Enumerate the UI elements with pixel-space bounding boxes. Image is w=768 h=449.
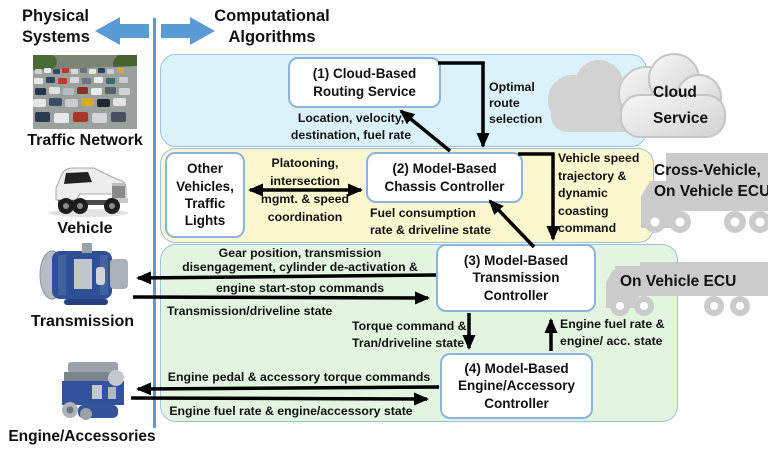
- gear-position-label-line2: disengagement, cylinder de-activation &: [182, 260, 418, 274]
- title-line: Computational: [214, 7, 330, 25]
- label-line: dynamic: [558, 186, 608, 201]
- label-line: intersection: [270, 174, 340, 188]
- optimal-route-label: Optimal route selection: [489, 79, 542, 127]
- label-line: Tran/driveline state: [352, 336, 465, 350]
- box-line: Chassis Controller: [384, 178, 505, 194]
- box-line: Controller: [484, 395, 549, 411]
- label-line: mgmt. & speed: [260, 192, 350, 206]
- cloud-routing-service-box: (1) Cloud-Based Routing Service: [288, 57, 441, 108]
- engine-accessories-label: Engine/Accessories: [8, 428, 156, 445]
- transmission-driveline-state-label: Transmission/driveline state: [167, 304, 333, 318]
- label-line: Service: [653, 110, 709, 127]
- label-line: Fuel consumption: [370, 206, 476, 220]
- cross-vehicle-ecu-label: Cross-Vehicle, On Vehicle ECU: [654, 160, 768, 202]
- chassis-controller-box: (2) Model-Based Chassis Controller: [366, 152, 523, 203]
- label-line: On Vehicle ECU: [654, 183, 768, 200]
- transmission-image: [39, 243, 128, 305]
- transmission-controller-box: (3) Model-Based Transmission Controller: [436, 244, 596, 312]
- other-vehicles-box: Other Vehicles, Traffic Lights: [165, 152, 245, 238]
- on-vehicle-ecu-label: On Vehicle ECU: [620, 273, 737, 290]
- box-line: Vehicles,: [176, 178, 234, 194]
- label-line: Platooning,: [271, 156, 339, 170]
- label-line: route: [489, 96, 520, 110]
- box-line: Routing Service: [313, 83, 416, 99]
- label-line: Vehicle speed: [558, 151, 640, 165]
- title-line: Physical: [22, 7, 89, 25]
- label-line: Optimal: [489, 80, 535, 94]
- engine-accessory-controller-box: (4) Model-Based Engine/Accessory Control…: [440, 353, 593, 419]
- vehicle-image: [49, 167, 129, 217]
- transmission-label: Transmission: [30, 313, 135, 330]
- box-line: Transmission: [472, 270, 560, 286]
- title-line: Algorithms: [228, 28, 316, 47]
- box-line: (1) Cloud-Based: [312, 66, 417, 82]
- label-line: command: [558, 221, 617, 236]
- computational-algorithms-title: Computational Algorithms: [205, 6, 339, 49]
- label-line: coasting: [558, 203, 609, 218]
- fuel-consumption-label: Fuel consumption rate & driveline state: [370, 205, 491, 239]
- physical-direction-arrow: [95, 17, 149, 45]
- vehicle-label: Vehicle: [57, 220, 113, 237]
- box-line: Other: [186, 161, 223, 177]
- physical-computational-divider: [152, 18, 156, 428]
- label-line: rate & driveline state: [370, 223, 491, 237]
- engine-accessories-image: [62, 362, 124, 420]
- physical-systems-title: Physical Systems: [22, 6, 90, 49]
- label-line: trajectory &: [558, 168, 627, 183]
- box-line: (4) Model-Based: [464, 361, 569, 377]
- engine-pedal-label: Engine pedal & accessory torque commands: [167, 370, 431, 384]
- box-line: Engine/Accessory: [457, 378, 576, 394]
- label-line: Torque command &: [352, 319, 467, 333]
- box-line: (2) Model-Based: [392, 161, 497, 177]
- vehicle-speed-trajectory-label: Vehicle speed trajectory & dynamic coast…: [558, 150, 639, 238]
- label-line: destination, fuel rate: [290, 127, 412, 142]
- box-line: Lights: [184, 213, 226, 229]
- label-line: Cross-Vehicle,: [654, 162, 761, 179]
- label-line: engine/ acc. state: [560, 334, 663, 348]
- label-line: Cloud: [653, 84, 697, 101]
- torque-command-label: Torque command & Tran/driveline state: [352, 318, 467, 352]
- traffic-network-label: Traffic Network: [27, 132, 143, 149]
- location-velocity-label: Location, velocity, destination, fuel ra…: [280, 110, 422, 143]
- platooning-label: Platooning, intersection mgmt. & speed c…: [246, 154, 364, 226]
- gear-position-label-line3: engine start-stop commands: [215, 281, 385, 295]
- box-line: Traffic: [184, 196, 226, 211]
- engine-fuel-state-label: Engine fuel rate & engine/accessory stat…: [169, 404, 413, 418]
- title-line: Systems: [22, 28, 90, 47]
- label-line: Location, velocity,: [297, 111, 405, 125]
- box-line: (3) Model-Based: [463, 253, 569, 269]
- engine-fuel-rate-acc-label: Engine fuel rate & engine/ acc. state: [560, 316, 665, 350]
- box-line: Controller: [483, 287, 549, 303]
- label-line: coordination: [267, 210, 343, 224]
- traffic-network-image: [33, 55, 137, 129]
- label-line: selection: [489, 112, 543, 126]
- label-line: Engine fuel rate &: [560, 317, 665, 331]
- cloud-service-label: Cloud Service: [653, 80, 708, 132]
- gear-position-label-line1: Gear position, transmission: [218, 246, 382, 260]
